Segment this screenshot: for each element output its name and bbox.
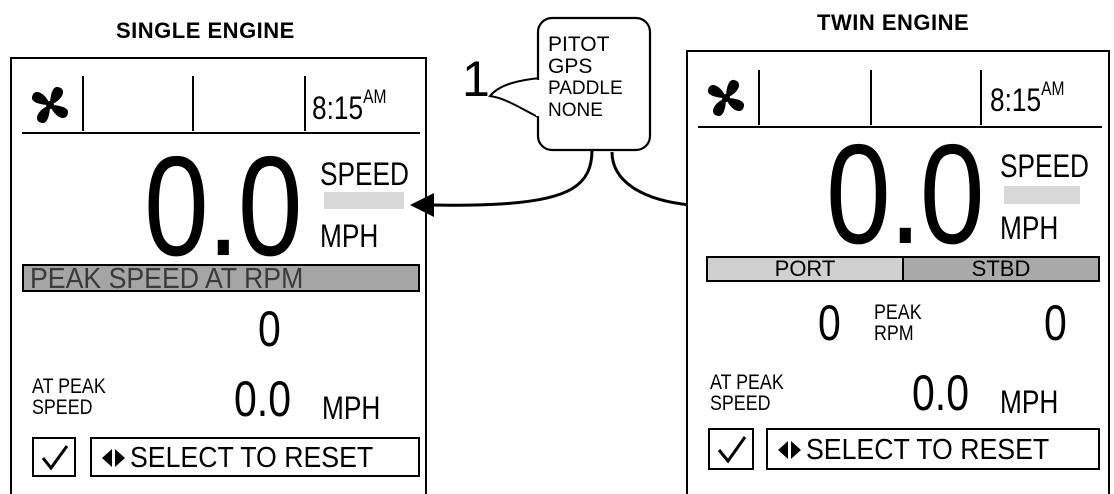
speed-label: SPEED <box>320 156 409 192</box>
source-option: PADDLE <box>548 78 623 99</box>
status-divider <box>980 70 982 125</box>
peak-speed-value: 0.0 <box>234 371 292 427</box>
single-screen: 8:15AM 0.0 SPEED MPH PEAK SPEED AT RPM 0… <box>22 68 422 487</box>
port-rpm: 0 <box>818 295 841 351</box>
peak-speed-value: 0.0 <box>912 365 970 421</box>
fan-icon <box>704 76 748 120</box>
status-divider <box>870 70 872 125</box>
callout-number: 1 <box>462 51 490 107</box>
status-divider <box>192 76 194 131</box>
speed-bar <box>1004 186 1080 204</box>
clock: 8:15AM <box>312 87 387 126</box>
peak-speed-unit: MPH <box>1000 384 1059 420</box>
status-underline <box>698 126 1102 128</box>
stbd-rpm: 0 <box>1044 295 1067 351</box>
source-option: PITOT <box>548 33 610 56</box>
clock: 8:15AM <box>990 79 1065 118</box>
speed-bar <box>324 192 404 209</box>
twin-engine-heading: TWIN ENGINE <box>817 10 970 35</box>
stbd-label: STBD <box>902 256 1100 282</box>
checkmark-icon <box>717 436 747 464</box>
select-to-reset-button[interactable]: SELECT TO RESET <box>766 428 1100 470</box>
speed-unit: MPH <box>320 218 379 254</box>
reset-label: SELECT TO RESET <box>130 442 374 474</box>
status-divider <box>304 76 306 131</box>
status-underline <box>22 132 420 134</box>
source-option: NONE <box>548 100 603 121</box>
speed-label: SPEED <box>1000 148 1089 184</box>
speed-value: 0.0 <box>826 115 985 274</box>
peak-speed-band: PEAK SPEED AT RPM <box>22 264 420 292</box>
speed-unit: MPH <box>1000 210 1059 246</box>
source-option: GPS <box>548 55 593 78</box>
reset-label: SELECT TO RESET <box>806 434 1050 466</box>
fan-icon <box>28 83 72 127</box>
speed-value: 0.0 <box>144 127 303 286</box>
rpm-value: 0 <box>258 301 281 357</box>
port-label: PORT <box>706 256 904 282</box>
select-to-reset-button[interactable]: SELECT TO RESET <box>90 437 420 477</box>
status-divider <box>758 70 760 125</box>
status-divider <box>82 76 84 131</box>
single-engine-heading: SINGLE ENGINE <box>116 18 295 43</box>
speed-source-list: PITOT GPS PADDLE NONE <box>548 34 623 122</box>
checkmark-button[interactable] <box>708 428 754 470</box>
left-right-arrows-icon <box>778 441 801 459</box>
checkmark-button[interactable] <box>32 437 76 477</box>
peak-speed-unit: MPH <box>322 390 381 426</box>
left-right-arrows-icon <box>102 449 125 467</box>
checkmark-icon <box>41 445 69 471</box>
